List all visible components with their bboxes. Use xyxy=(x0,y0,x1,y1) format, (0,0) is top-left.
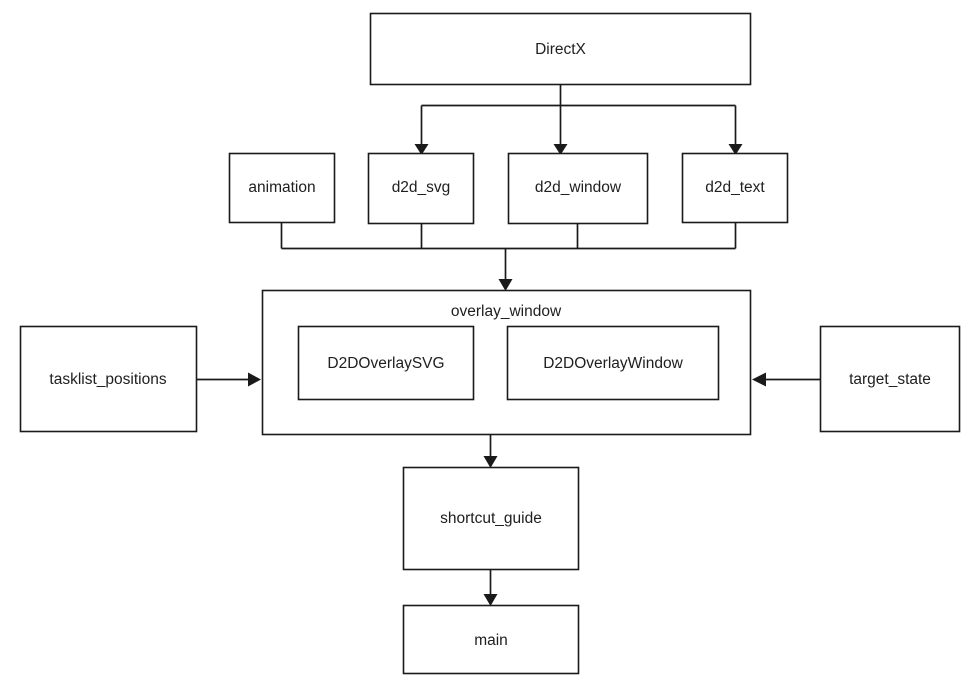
edge-overlay-to-shortcutguide xyxy=(483,434,498,468)
node-animation-label: animation xyxy=(248,179,315,196)
edge-overlay-to-shortcutguide-arrowhead xyxy=(483,456,498,468)
node-directx-box[interactable] xyxy=(369,12,752,86)
node-overlay-window-label: overlay_window xyxy=(451,303,562,320)
edge-directx-to-d2dtext-arrowhead xyxy=(728,144,743,155)
node-target-state-label: target_state xyxy=(849,371,931,388)
edge-shortcutguide-to-main-arrowhead xyxy=(483,594,498,606)
node-d2doverlaysvg-label: D2DOverlaySVG xyxy=(327,355,444,372)
node-d2d-text[interactable]: d2d_text xyxy=(681,152,789,224)
edge-row2-merge xyxy=(280,222,737,291)
node-d2d-window[interactable]: d2d_window xyxy=(507,152,649,225)
edge-directx-fanout xyxy=(414,85,743,155)
node-d2doverlaywindow-label: D2DOverlayWindow xyxy=(543,355,683,372)
node-shortcut-guide[interactable]: shortcut_guide xyxy=(402,466,580,571)
edge-row2-to-overlay-arrowhead xyxy=(498,279,513,291)
edge-shortcutguide-to-main xyxy=(483,570,498,606)
node-d2d-window-box[interactable] xyxy=(507,152,649,225)
node-main[interactable]: main xyxy=(402,604,580,675)
node-d2doverlaywindow[interactable]: D2DOverlayWindow xyxy=(506,325,720,401)
node-tasklist-positions-label: tasklist_positions xyxy=(49,371,166,388)
edge-directx-to-d2dwindow-arrowhead xyxy=(553,144,568,155)
node-d2d-svg-label: d2d_svg xyxy=(392,179,451,196)
node-overlay-window[interactable]: overlay_window D2DOverlaySVG D2DOverlayW… xyxy=(261,289,752,436)
node-target-state[interactable]: target_state xyxy=(819,325,961,433)
node-d2d-text-label: d2d_text xyxy=(705,179,765,196)
edge-directx-to-d2dsvg-arrowhead xyxy=(414,144,429,155)
node-d2doverlaywindow-box[interactable] xyxy=(506,325,720,401)
edge-targetstate-to-overlay-arrowhead xyxy=(752,372,766,387)
edge-tasklist-to-overlay xyxy=(196,372,261,387)
node-animation[interactable]: animation xyxy=(228,152,336,224)
node-shortcut-guide-box[interactable] xyxy=(402,466,580,571)
node-target-state-box[interactable] xyxy=(819,325,961,433)
node-shortcut-guide-label: shortcut_guide xyxy=(440,510,542,527)
node-d2doverlaysvg[interactable]: D2DOverlaySVG xyxy=(297,325,475,401)
node-main-label: main xyxy=(474,632,508,649)
node-d2d-text-box[interactable] xyxy=(681,152,789,224)
node-directx[interactable]: DirectX xyxy=(369,12,752,86)
node-tasklist-positions-box[interactable] xyxy=(19,325,198,433)
edge-tasklist-to-overlay-arrowhead xyxy=(248,372,261,387)
node-d2d-window-label: d2d_window xyxy=(535,179,622,196)
node-main-box[interactable] xyxy=(402,604,580,675)
node-animation-box[interactable] xyxy=(228,152,336,224)
node-directx-label: DirectX xyxy=(535,41,586,58)
edge-targetstate-to-overlay xyxy=(752,372,820,387)
node-d2d-svg[interactable]: d2d_svg xyxy=(367,152,475,225)
node-d2d-svg-box[interactable] xyxy=(367,152,475,225)
node-d2doverlaysvg-box[interactable] xyxy=(297,325,475,401)
node-tasklist-positions[interactable]: tasklist_positions xyxy=(19,325,198,433)
